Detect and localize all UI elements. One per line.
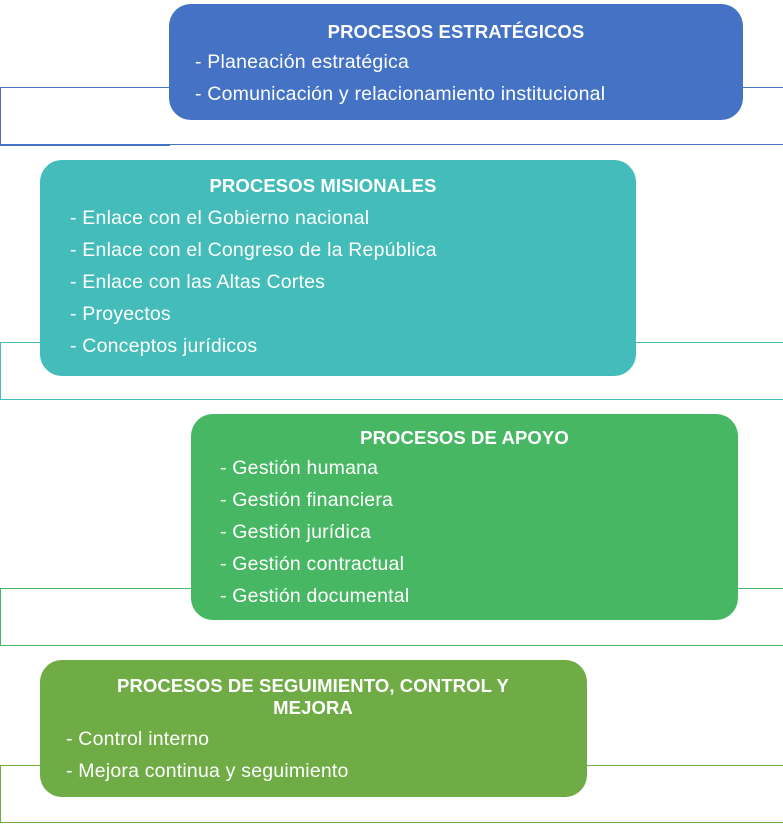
estrategicos-frame-bottom [0,144,783,145]
apoyo-frame [0,588,192,646]
list-item: - Gestión jurídica [220,521,371,543]
apoyo-frame-top [0,588,192,589]
seguimiento-frame-top [0,765,42,766]
list-item: - Mejora continua y seguimiento [66,760,349,782]
misionales-frame-bottom [0,399,783,400]
apoyo-box: PROCESOS DE APOYO - Gestión humana - Ges… [191,414,738,620]
seguimiento-title-line2: MEJORA [273,697,353,718]
list-item: - Gestión financiera [220,489,394,511]
estrategicos-frame-right [742,87,783,88]
misionales-frame-top [0,342,42,343]
seguimiento-frame-bottom [0,822,783,823]
seguimiento-frame [0,765,42,823]
misionales-box: PROCESOS MISIONALES - Enlace con el Gobi… [40,160,636,376]
misionales-title: PROCESOS MISIONALES [209,175,437,196]
list-item: - Conceptos jurídicos [70,335,258,357]
estrategicos-frame-top [0,87,170,88]
seguimiento-box: PROCESOS DE SEGUIMIENTO, CONTROL Y MEJOR… [40,660,587,797]
list-item: - Gestión documental [220,585,410,607]
misionales-frame [0,342,42,400]
list-item: - Proyectos [70,303,171,325]
seguimiento-title: PROCESOS DE SEGUIMIENTO, CONTROL Y MEJOR… [39,675,587,719]
list-item: - Gestión contractual [220,553,405,575]
apoyo-title: PROCESOS DE APOYO [360,427,569,448]
seguimiento-title-line1: PROCESOS DE SEGUIMIENTO, CONTROL Y [117,675,509,696]
seguimiento-frame-right [586,765,783,766]
apoyo-frame-right [737,588,783,589]
list-item: - Enlace con las Altas Cortes [70,271,326,293]
misionales-frame-right [636,342,783,343]
list-item: - Enlace con el Congreso de la República [70,239,437,261]
list-item: - Enlace con el Gobierno nacional [70,207,370,229]
seguimiento-list: - Control interno - Mejora continua y se… [66,723,349,787]
list-item: - Comunicación y relacionamiento institu… [195,83,606,105]
estrategicos-title: PROCESOS ESTRATÉGICOS [327,21,585,42]
apoyo-list: - Gestión humana - Gestión financiera - … [220,452,409,612]
estrategicos-list: - Planeación estratégica - Comunicación … [195,46,605,110]
list-item: - Control interno [66,728,210,750]
estrategicos-frame [0,87,170,146]
apoyo-frame-bottom [0,645,783,646]
list-item: - Planeación estratégica [195,51,410,73]
list-item: - Gestión humana [220,457,379,479]
estrategicos-box: PROCESOS ESTRATÉGICOS - Planeación estra… [169,4,743,120]
misionales-list: - Enlace con el Gobierno nacional - Enla… [70,202,437,362]
